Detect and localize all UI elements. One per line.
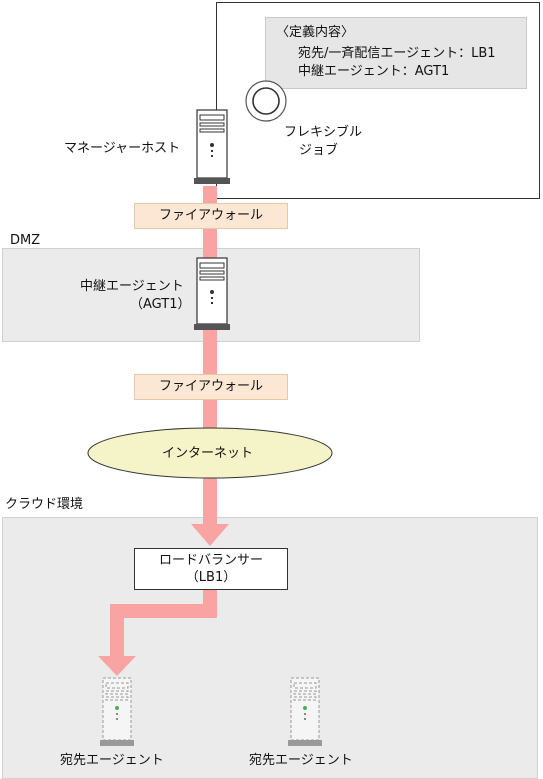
flow-arrow-head-lb	[191, 524, 229, 546]
relay-agent-label: 中継エージェント	[80, 279, 184, 294]
relay-agent-id: （AGT1）	[130, 297, 191, 312]
flow-arrow-lower	[110, 588, 217, 658]
relay-agent-server-icon	[194, 257, 230, 330]
definition-line-dest: 宛先/一斉配信エージェント：LB1	[298, 46, 496, 61]
destination-agent-1-server-icon	[100, 677, 134, 746]
definition-line-relay: 中継エージェント：AGT1	[298, 64, 450, 79]
flexible-job-icon	[245, 80, 287, 122]
internet-ellipse	[87, 427, 333, 479]
manager-host-label: マネージャーホスト	[64, 141, 181, 156]
manager-host-server-icon	[194, 109, 230, 184]
destination-agent-2-server-icon	[288, 677, 322, 746]
destination-agent-1-label: 宛先エージェント	[60, 753, 164, 768]
definition-content	[265, 17, 527, 89]
load-balancer-label: ロードバランサー	[158, 553, 263, 568]
flexible-job-label-2: ジョブ	[299, 143, 339, 158]
firewall-top: ファイアウォール	[134, 203, 288, 229]
dmz-label: DMZ	[10, 233, 41, 248]
flexible-job-label-1: フレキシブル	[284, 125, 363, 140]
destination-agent-2-label: 宛先エージェント	[249, 753, 353, 768]
internet-label: インターネット	[162, 446, 254, 461]
load-balancer-id: （LB1）	[185, 570, 237, 585]
cloud-label: クラウド環境	[5, 497, 84, 512]
definition-title: 〈定義内容〉	[276, 25, 355, 40]
load-balancer-box: ロードバランサー （LB1）	[134, 548, 288, 590]
firewall-bottom: ファイアウォール	[134, 374, 288, 400]
flow-arrow-head-agent	[98, 656, 136, 676]
